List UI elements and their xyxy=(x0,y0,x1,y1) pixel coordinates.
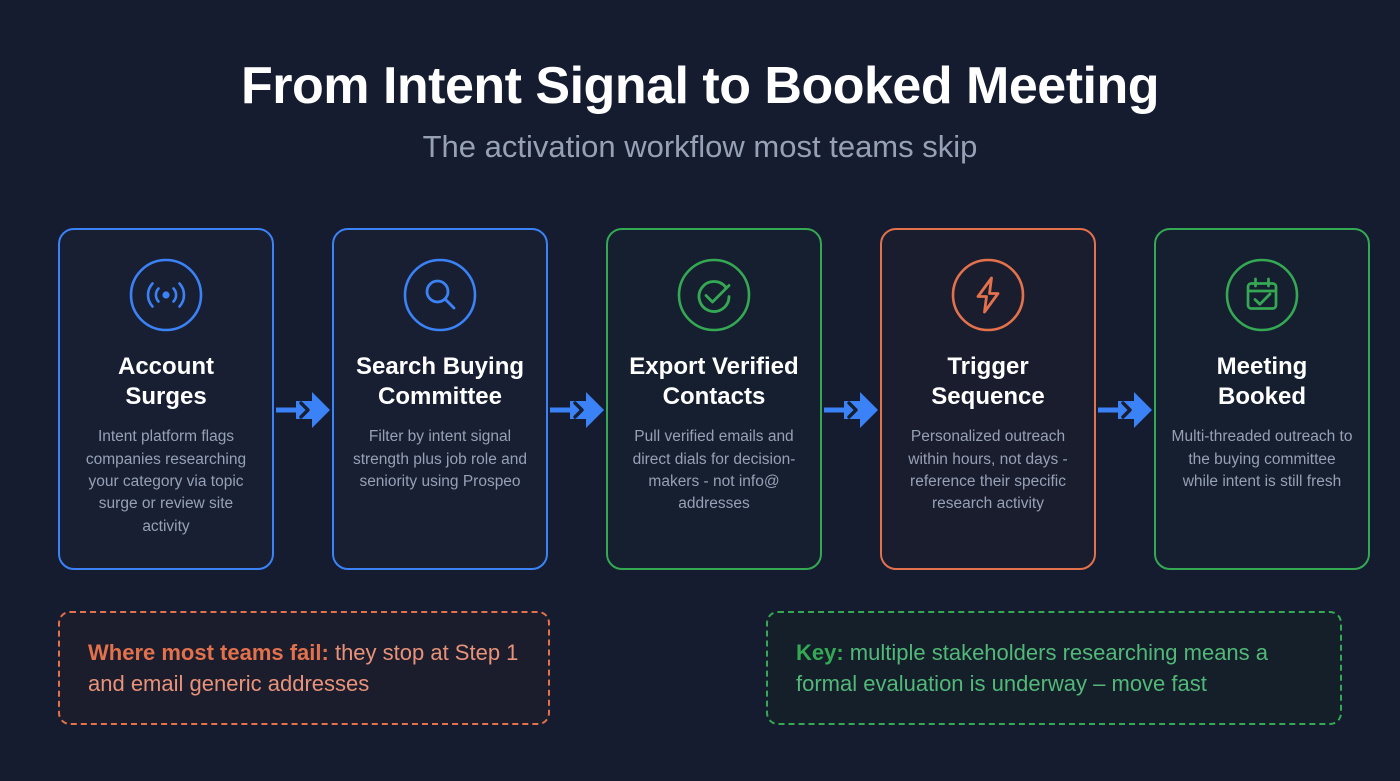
step-card-export-verified-contacts[interactable]: Export Verified Contacts Pull verified e… xyxy=(606,228,822,570)
callout-key-label: Key: xyxy=(796,639,844,665)
arrow-right-icon xyxy=(822,228,880,570)
callouts: Where most teams fail: they stop at Step… xyxy=(58,611,1342,725)
step-card-meeting-booked[interactable]: Meeting Booked Multi-threaded outreach t… xyxy=(1154,228,1370,570)
step-title: Meeting Booked xyxy=(1216,353,1308,411)
page-title: From Intent Signal to Booked Meeting xyxy=(241,57,1160,115)
lightning-bolt-icon xyxy=(949,256,1027,334)
arrow-right-icon xyxy=(274,228,332,570)
callout-fail-body: they stop at Step 1 and email generic ad… xyxy=(88,639,519,696)
callout-fail-label: Where most teams fail: xyxy=(88,639,329,665)
step-card-account-surges[interactable]: Account Surges Intent platform flags com… xyxy=(58,228,274,570)
callout-key: Key: multiple stakeholders researching m… xyxy=(766,611,1342,725)
step-title: Search Buying Committee xyxy=(355,353,525,411)
broadcast-signal-icon xyxy=(127,256,205,334)
callout-where-teams-fail: Where most teams fail: they stop at Step… xyxy=(58,611,550,725)
step-description: Personalized outreach within hours, not … xyxy=(908,428,1068,513)
arrow-right-icon xyxy=(548,228,606,570)
page-subtitle: The activation workflow most teams skip xyxy=(422,129,978,165)
step-title: Trigger Sequence xyxy=(931,353,1045,411)
arrow-right-icon xyxy=(1096,228,1154,570)
step-description: Multi-threaded outreach to the buying co… xyxy=(1171,428,1353,491)
step-title: Account Surges xyxy=(118,353,214,411)
step-description: Pull verified emails and direct dials fo… xyxy=(632,428,796,513)
check-circle-icon xyxy=(675,256,753,334)
calendar-check-icon xyxy=(1223,256,1301,334)
step-description: Intent platform flags companies research… xyxy=(85,428,247,535)
magnifying-glass-icon xyxy=(401,256,479,334)
step-card-trigger-sequence[interactable]: Trigger Sequence Personalized outreach w… xyxy=(880,228,1096,570)
callout-fail-text: Where most teams fail: they stop at Step… xyxy=(88,637,520,699)
callout-key-text: Key: multiple stakeholders researching m… xyxy=(796,637,1312,699)
workflow-steps: Account Surges Intent platform flags com… xyxy=(58,228,1370,570)
step-description: Filter by intent signal strength plus jo… xyxy=(352,428,528,491)
step-card-search-buying-committee[interactable]: Search Buying Committee Filter by intent… xyxy=(332,228,548,570)
step-title: Export Verified Contacts xyxy=(629,353,799,411)
callout-key-body: multiple stakeholders researching means … xyxy=(796,639,1269,696)
header: From Intent Signal to Booked Meeting The… xyxy=(0,0,1400,164)
